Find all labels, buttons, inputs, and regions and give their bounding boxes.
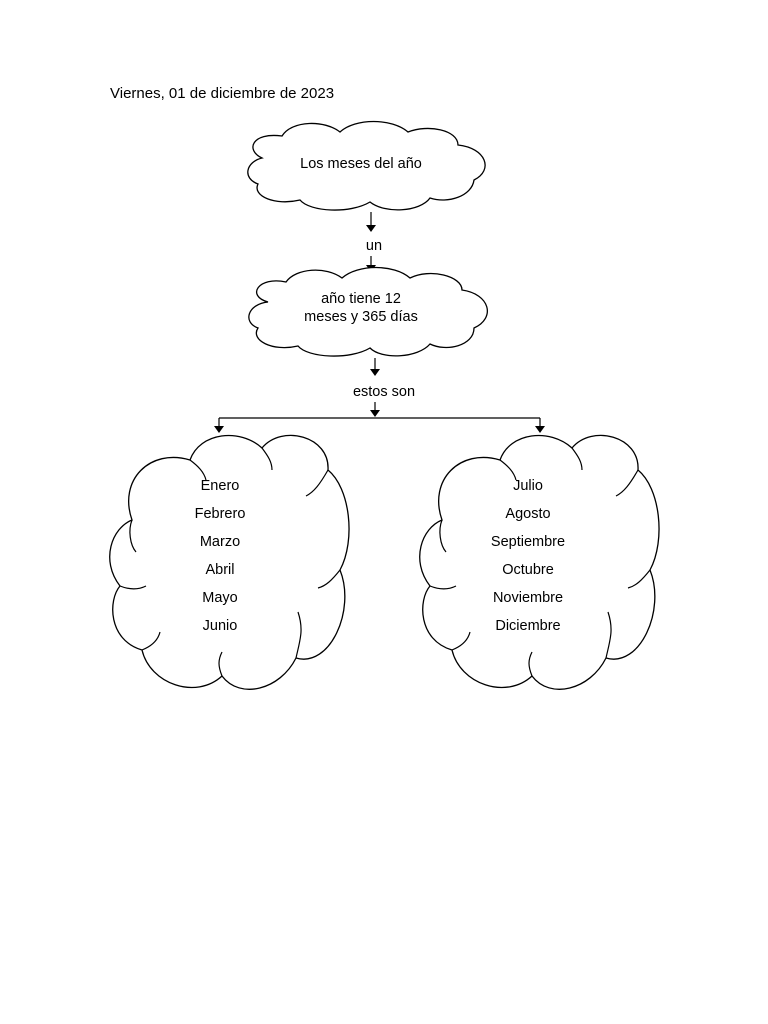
arrowhead <box>370 369 380 376</box>
month-item: Septiembre <box>491 534 565 550</box>
month-item: Noviembre <box>493 590 563 606</box>
info-cloud: año tiene 12 meses y 365 días <box>248 266 488 357</box>
month-item: Junio <box>203 618 238 634</box>
arrowhead <box>366 225 376 232</box>
info-line-2: meses y 365 días <box>304 309 418 325</box>
month-item: Julio <box>513 478 543 494</box>
second-half-cloud <box>419 434 660 690</box>
arrowhead <box>370 410 380 417</box>
arrowhead <box>214 426 224 433</box>
connector-un: un <box>366 238 382 254</box>
month-item: Agosto <box>505 506 550 522</box>
first-half-months: Enero Febrero Marzo Abril Mayo Junio <box>195 478 246 634</box>
title-cloud: Los meses del año <box>247 120 486 211</box>
month-item: Abril <box>205 562 234 578</box>
month-item: Mayo <box>202 590 237 606</box>
month-item: Diciembre <box>495 618 560 634</box>
info-line-1: año tiene 12 <box>321 291 401 307</box>
second-half-months: Julio Agosto Septiembre Octubre Noviembr… <box>491 478 565 634</box>
title-text: Los meses del año <box>300 156 422 172</box>
first-half-cloud <box>109 434 350 690</box>
arrowhead <box>535 426 545 433</box>
month-item: Enero <box>201 478 240 494</box>
month-item: Marzo <box>200 534 240 550</box>
month-item: Febrero <box>195 506 246 522</box>
connector-estos-son: estos son <box>353 384 415 400</box>
month-item: Octubre <box>502 562 554 578</box>
date-heading: Viernes, 01 de diciembre de 2023 <box>110 85 335 102</box>
